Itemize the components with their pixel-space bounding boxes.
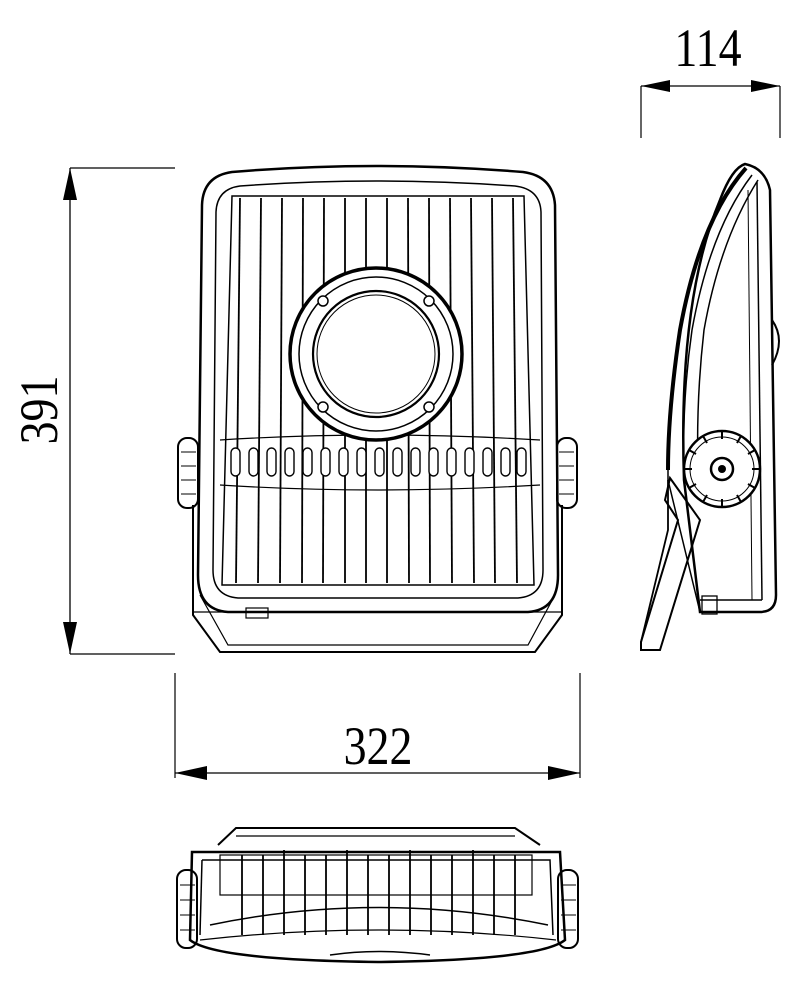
bottom-view <box>176 827 579 964</box>
side-front-face-inner <box>682 174 753 471</box>
side-front-face-inner-2 <box>696 179 759 471</box>
side-bracket-edge <box>640 480 669 643</box>
bottom-inner-frame <box>219 854 533 896</box>
side-bracket-clip <box>701 595 718 615</box>
side-view <box>640 162 780 651</box>
front-view <box>177 164 578 653</box>
lens-screw-top-right-icon <box>423 295 435 307</box>
front-lens-assembly <box>288 266 464 442</box>
side-back-panel-inner <box>747 189 753 601</box>
bottom-knob-right <box>557 869 579 949</box>
height-arrow-bottom <box>63 622 77 654</box>
side-back-bump <box>771 319 780 366</box>
side-knob-center <box>718 465 726 473</box>
front-body-outline <box>196 164 560 614</box>
side-bracket-arm <box>640 475 702 651</box>
bottom-housing-outline <box>188 850 567 964</box>
front-body-inner <box>212 180 544 599</box>
bottom-knob-left <box>176 869 198 949</box>
bottom-housing-inner-right <box>202 859 554 936</box>
front-knob-right <box>556 437 578 509</box>
bottom-heatsink-fins <box>241 850 516 935</box>
width-arrow-left <box>175 766 207 780</box>
height-dimension-label: 391 <box>9 376 69 445</box>
lens-screw-bottom-right-icon <box>423 401 435 413</box>
lens-glass <box>316 294 436 414</box>
lens-screw-bottom-left-icon <box>317 401 329 413</box>
depth-dimension: 114 <box>640 18 781 138</box>
height-dimension: 391 <box>9 167 175 655</box>
side-back-panel <box>756 181 763 601</box>
bottom-curve-2 <box>199 929 557 941</box>
bottom-curve-1 <box>209 906 549 926</box>
front-bracket-inner <box>199 594 556 646</box>
bottom-housing-inner-left <box>199 859 203 936</box>
depth-arrow-right <box>751 80 780 92</box>
side-lower-edge <box>667 470 701 613</box>
front-knob-left <box>177 437 199 509</box>
front-vent-lower-curve <box>219 484 541 491</box>
width-dimension-label: 322 <box>344 716 413 776</box>
bottom-curve-3 <box>329 950 431 956</box>
bottom-top-plate <box>217 827 541 846</box>
front-vent-slots <box>230 447 527 477</box>
width-arrow-right <box>548 766 580 780</box>
side-front-face <box>666 166 748 471</box>
lens-glass-outer <box>311 289 441 419</box>
lens-screw-top-left-icon <box>317 295 329 307</box>
height-arrow-top <box>63 168 77 200</box>
width-dimension: 322 <box>174 673 581 780</box>
depth-dimension-label: 114 <box>674 18 741 78</box>
front-fin-frame <box>221 195 535 586</box>
front-bracket <box>192 505 563 653</box>
depth-arrow-left <box>641 80 670 92</box>
side-adjustment-knob <box>682 429 762 509</box>
